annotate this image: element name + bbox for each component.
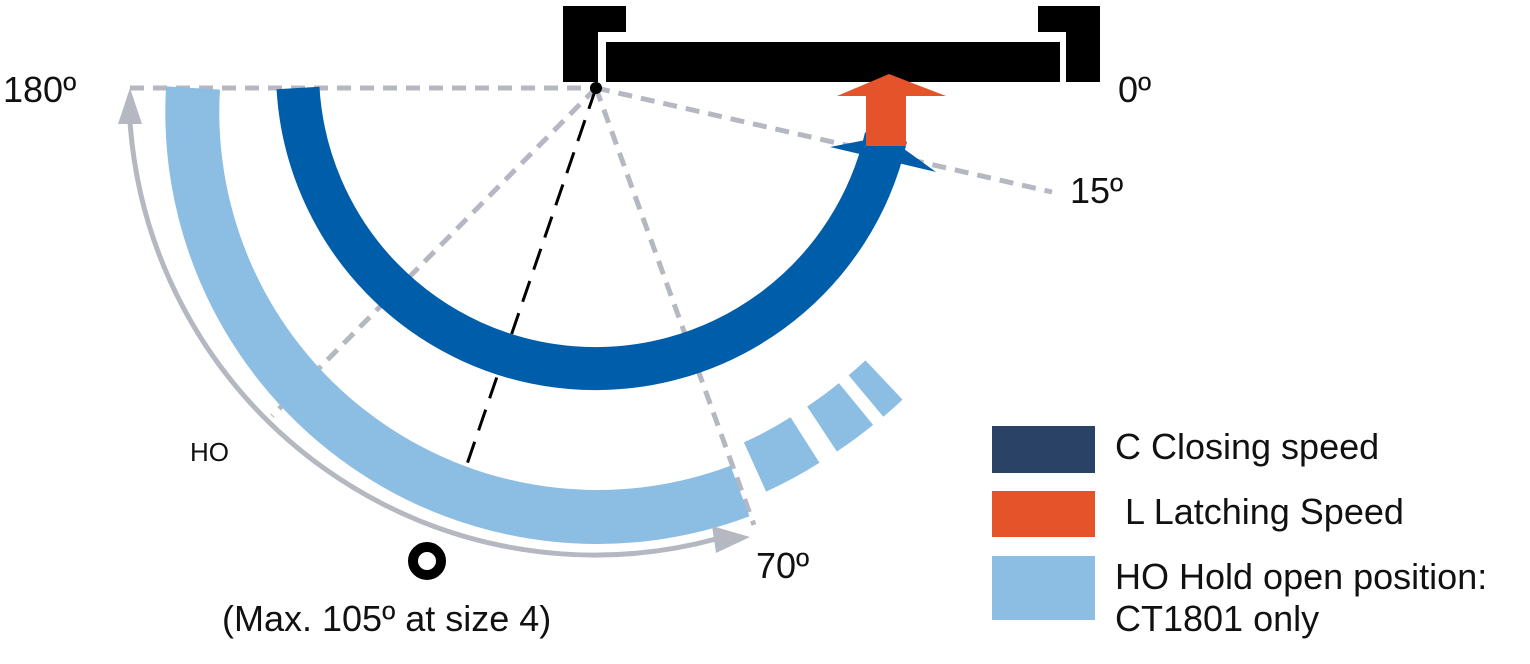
frame-right [1038, 6, 1100, 82]
ho-label: HO [190, 437, 229, 467]
angle-label-180: 180º [3, 69, 76, 110]
latching-arrow [837, 74, 946, 146]
line-70 [593, 87, 757, 526]
hold-open-segment-3 [848, 360, 903, 417]
legend-item-closing: C Closing speed [992, 426, 1379, 473]
legend-label-closing: C Closing speed [1115, 426, 1380, 467]
angle-label-0: 0º [1118, 69, 1151, 110]
hold-open-band [165, 86, 903, 544]
legend-label-latching: L Latching Speed [1115, 491, 1404, 532]
ho-range-arrow [127, 121, 717, 558]
frame-left [563, 6, 626, 82]
max-105-line [463, 87, 598, 471]
max-note: (Max. 105º at size 4) [222, 598, 551, 639]
ring-marker-icon [408, 542, 446, 580]
hold-open-segment-1 [743, 416, 820, 492]
legend-swatch-hold-open [992, 556, 1095, 620]
hold-open-segment-2 [806, 382, 874, 452]
legend-item-hold-open: HO Hold open position: CT1801 only [992, 556, 1525, 640]
line-15 [595, 85, 1053, 195]
closing-arrow-head [830, 136, 936, 172]
angle-guides [130, 85, 1053, 526]
pivot-dot-icon [590, 82, 602, 94]
legend-swatch-latching [992, 491, 1095, 537]
closing-speed-arc [276, 86, 907, 391]
ho-arrow-head-bottom [712, 526, 750, 553]
latching-arrow-head [837, 74, 946, 96]
legend-label-hold-open: HO Hold open position: CT1801 only [1115, 556, 1488, 639]
hold-open-arc [165, 86, 750, 544]
legend-item-latching: L Latching Speed [992, 491, 1404, 537]
door-frame [563, 6, 1100, 82]
angle-label-70: 70º [756, 545, 809, 586]
angle-label-15: 15º [1070, 170, 1123, 211]
legend-swatch-closing [992, 426, 1095, 473]
line-135 [270, 86, 598, 418]
ho-arrow-head-top [118, 88, 142, 124]
latching-arrow-shaft [866, 96, 906, 146]
door-leaf [606, 42, 1060, 82]
